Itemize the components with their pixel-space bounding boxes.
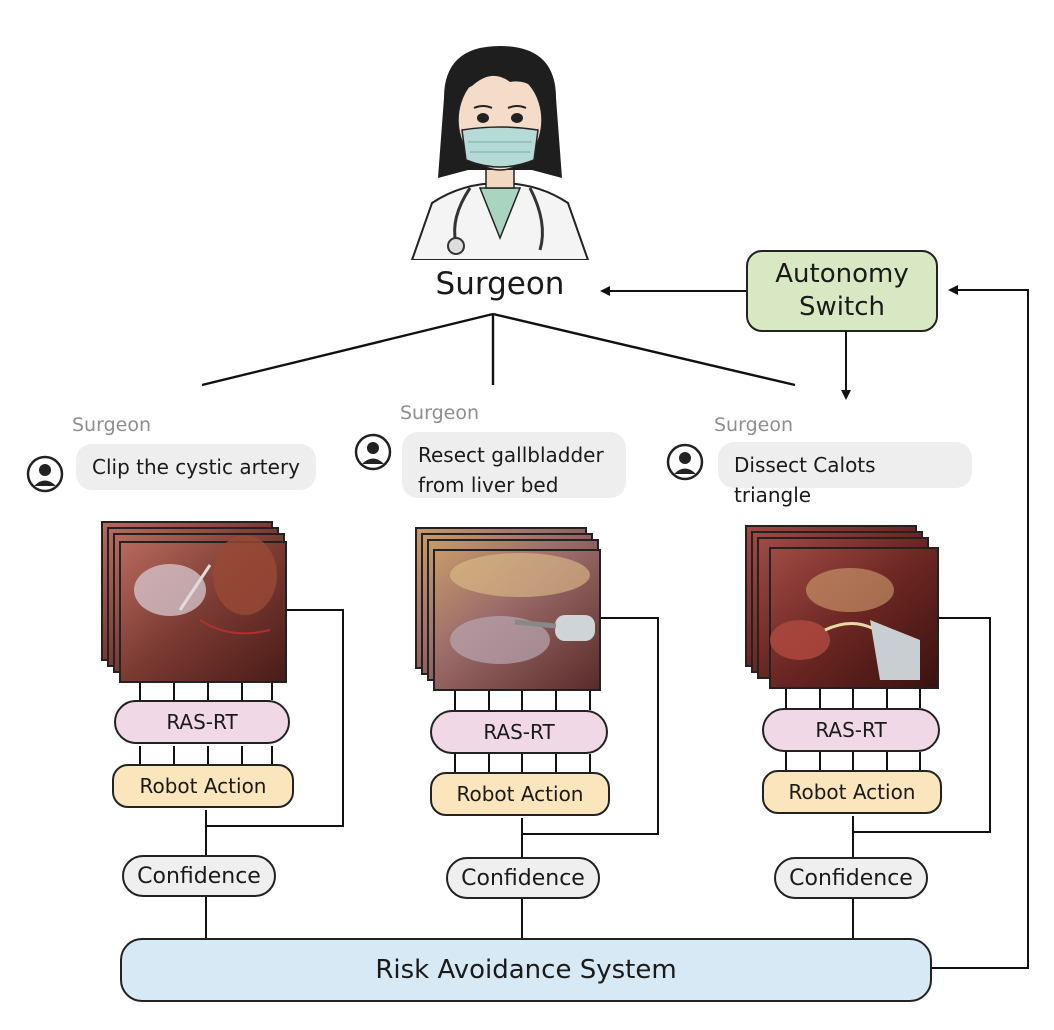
autonomy-switch-line1: Autonomy <box>775 259 909 289</box>
autonomy-switch-box: Autonomy Switch <box>746 250 938 332</box>
confidence-box-1: Confidence <box>122 855 276 897</box>
user-avatar-icon <box>26 455 64 493</box>
robot-action-box-3: Robot Action <box>762 770 942 814</box>
risk-avoidance-system-box: Risk Avoidance System <box>120 938 932 1002</box>
command-bubble-3: Dissect Calots triangle <box>718 442 972 507</box>
user-avatar-icon <box>354 433 392 471</box>
confidence-box-3: Confidence <box>774 857 928 899</box>
autonomy-switch-line2: Switch <box>799 292 885 322</box>
confidence-box-2: Confidence <box>446 857 600 899</box>
speaker-label-1: Surgeon <box>72 414 151 436</box>
robot-action-box-1: Robot Action <box>112 764 294 808</box>
command-line-1: Resect gallbladder <box>418 443 604 467</box>
ras-rt-box-1: RAS-RT <box>114 700 290 744</box>
robot-action-box-2: Robot Action <box>430 772 610 816</box>
surgical-video-frames-3 <box>745 525 939 689</box>
speaker-label-3: Surgeon <box>714 414 793 436</box>
surgical-video-frames-2 <box>415 527 601 691</box>
ras-rt-box-2: RAS-RT <box>430 710 608 754</box>
surgeon-title: Surgeon <box>435 266 565 302</box>
command-bubble-1: Clip the cystic artery <box>76 444 316 490</box>
surgical-video-frames-1 <box>101 521 287 683</box>
command-bubble-2: Resect gallbladder from liver bed <box>402 432 626 498</box>
command-line-2: from liver bed <box>418 473 559 497</box>
doctor-illustration <box>392 38 608 260</box>
user-avatar-icon <box>666 443 704 481</box>
speaker-label-2: Surgeon <box>400 402 479 424</box>
ras-rt-box-3: RAS-RT <box>762 708 940 752</box>
